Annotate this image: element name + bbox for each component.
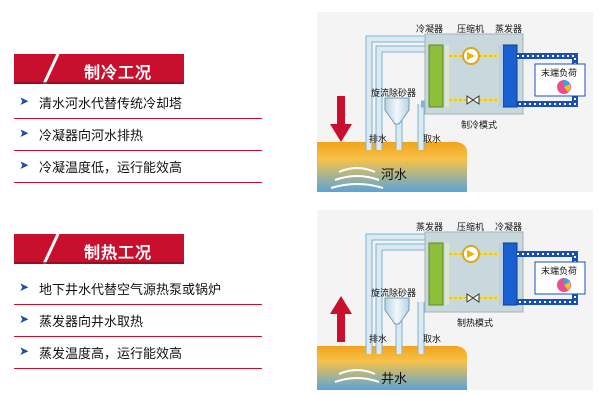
chevron-right-icon: ➤	[19, 344, 30, 358]
sand-separator	[384, 297, 410, 325]
heating-title: 制热工况	[84, 243, 153, 262]
mode-label: 制冷模式	[461, 121, 498, 131]
banner-shape	[14, 54, 184, 84]
chevron-right-icon: ➤	[19, 158, 30, 172]
water-body	[317, 142, 467, 192]
exchanger-label-left: 蒸发器	[416, 223, 444, 233]
chevron-right-icon: ➤	[19, 126, 30, 140]
divider	[14, 368, 262, 369]
cooling-title: 制冷工况	[84, 63, 153, 82]
discharge-label: 排水	[369, 335, 388, 345]
flow-arrow	[330, 296, 352, 314]
bullet-text: 蒸发温度高，运行能效高	[39, 347, 183, 362]
cooling-section: 制冷工况 ➤ 清水河水代替传统冷却塔 ➤ 冷凝器向河水排热 ➤ 冷凝温度低，运行…	[0, 0, 599, 198]
compressor-label: 压缩机	[457, 25, 485, 35]
load-label: 末端负荷	[541, 69, 578, 79]
heating-diagram-svg	[317, 231, 586, 390]
divider	[14, 182, 262, 183]
cooling-title-banner: 制冷工况	[14, 54, 184, 84]
intake-label: 取水	[423, 135, 442, 145]
heating-title-banner: 制热工况	[14, 234, 184, 264]
exchanger-label-right: 冷凝器	[495, 223, 523, 233]
bullet-text: 地下井水代替空气源热泵或锅炉	[39, 283, 222, 298]
flow-arrow	[337, 96, 345, 126]
bullet-text: 蒸发器向井水取热	[39, 315, 144, 330]
mode-label: 制热模式	[457, 319, 494, 329]
list-item: ➤ 地下井水代替空气源热泵或锅炉	[14, 274, 264, 305]
divider	[14, 304, 262, 305]
divider	[14, 150, 262, 151]
cooling-diagram: 冷凝器 压缩机 蒸发器 末端负荷 旋流除砂器 排水 取水 制冷模式 河水	[317, 12, 593, 192]
bullet-text: 冷凝器向河水排热	[39, 129, 144, 144]
exchanger-label-right: 蒸发器	[495, 25, 523, 35]
list-item: ➤ 冷凝温度低，运行能效高	[14, 152, 264, 183]
exchanger-label-left: 冷凝器	[416, 25, 444, 35]
banner-shape	[14, 234, 184, 264]
bullet-text: 清水河水代替传统冷却塔	[39, 97, 183, 112]
list-item: ➤ 冷凝器向河水排热	[14, 120, 264, 151]
list-item: ➤ 清水河水代替传统冷却塔	[14, 88, 264, 119]
divider	[14, 336, 262, 337]
list-item: ➤ 蒸发器向井水取热	[14, 306, 264, 337]
discharge-label: 排水	[369, 135, 388, 145]
load-label: 末端负荷	[541, 267, 578, 277]
separator-label: 旋流除砂器	[371, 289, 417, 299]
chevron-right-icon: ➤	[19, 312, 30, 326]
sand-separator	[384, 97, 410, 125]
water-label: 井水	[381, 372, 408, 387]
heating-diagram: 蒸发器 压缩机 冷凝器 末端负荷 旋流除砂器 排水 取水 制热模式 井水	[317, 210, 593, 390]
intake-label: 取水	[423, 335, 442, 345]
heating-section: 制热工况 ➤ 地下井水代替空气源热泵或锅炉 ➤ 蒸发器向井水取热 ➤ 蒸发温度高…	[0, 198, 599, 397]
water-label: 河水	[381, 168, 408, 183]
bullet-text: 冷凝温度低，运行能效高	[39, 161, 183, 176]
separator-label: 旋流除砂器	[371, 89, 417, 99]
compressor-label: 压缩机	[457, 223, 485, 233]
cooling-diagram-svg	[317, 33, 586, 192]
divider	[14, 118, 262, 119]
chevron-right-icon: ➤	[19, 94, 30, 108]
list-item: ➤ 蒸发温度高，运行能效高	[14, 338, 264, 369]
chevron-right-icon: ➤	[19, 280, 30, 294]
